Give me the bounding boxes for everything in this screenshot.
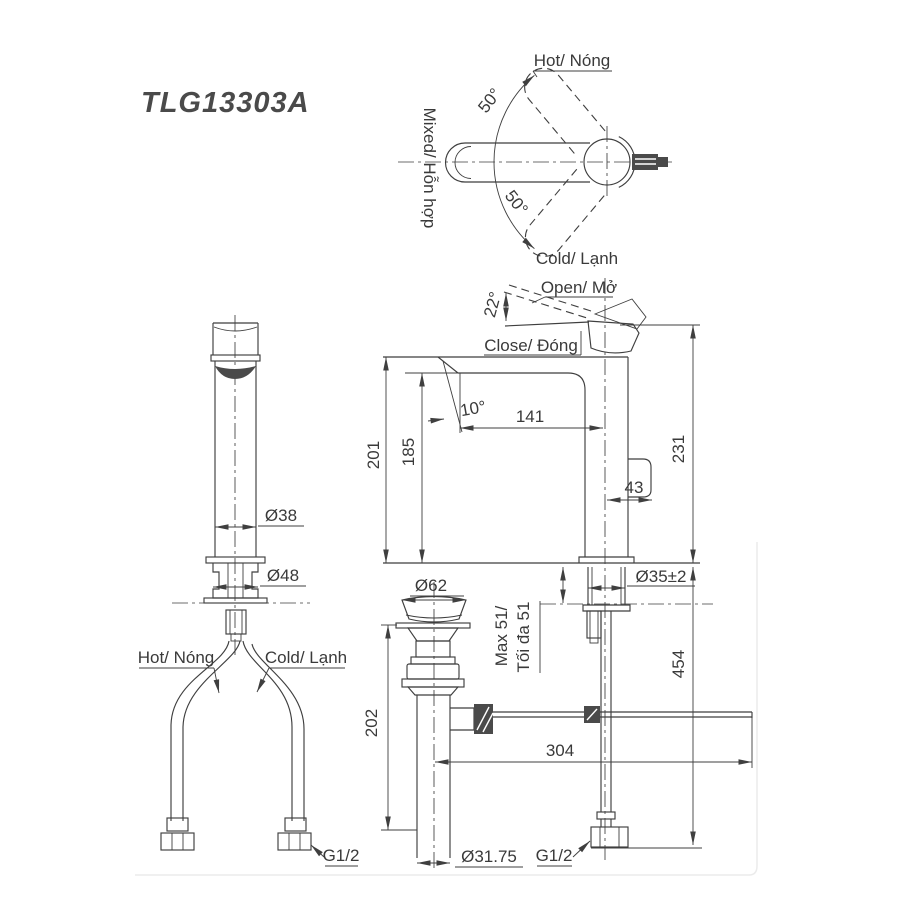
spout-stub xyxy=(632,154,658,170)
handle-offset-dim: 43 xyxy=(625,478,644,497)
spout-reach-dim: 141 xyxy=(516,407,544,426)
front-view-faucet: Ø38 Ø48 Hot/ Nóng Cold/ Lạnh G1/2 xyxy=(138,315,360,867)
cold-direction-label: Cold/ Lạnh xyxy=(536,249,618,268)
hot-hose-label: Hot/ Nóng xyxy=(138,648,215,667)
product-code: TLG13303A xyxy=(141,87,310,119)
top-view-handle-swing: Hot/ Nóng Cold/ Lạnh Mixed/ Hỗn hợp 50° … xyxy=(398,51,672,268)
cold-hose xyxy=(242,640,293,821)
supply-length-dim: 454 xyxy=(669,650,688,678)
tailpiece-length-dim: 202 xyxy=(362,709,381,737)
deck-max-vi: Tối đa 51 xyxy=(514,602,533,673)
spout-angle-dim: 10° xyxy=(459,397,488,420)
swing-angle-upper: 50° xyxy=(474,85,505,117)
shank-dia-dim: Ø35±2 xyxy=(636,567,687,586)
swing-angle-lower: 50° xyxy=(501,187,532,219)
pop-up-drain: Ø62 202 Ø31.75 xyxy=(362,576,523,870)
hot-direction-label: Hot/ Nóng xyxy=(534,51,611,70)
spout-opening xyxy=(215,366,256,379)
drain-flange-dia-dim: Ø62 xyxy=(415,576,447,595)
lift-rod-knob xyxy=(628,458,652,498)
handle-hot-position xyxy=(524,67,606,156)
hose-thread-label: G1/2 xyxy=(323,846,360,865)
page-frame xyxy=(135,542,758,876)
total-height-dim: 231 xyxy=(669,435,688,463)
body-height-dim: 201 xyxy=(364,441,383,469)
rod-reach-dim: 304 xyxy=(546,741,574,760)
tailpiece-dia-dim: Ø31.75 xyxy=(461,847,517,866)
handle-closed xyxy=(587,320,640,354)
hot-hose xyxy=(170,640,230,821)
outlet-height-dim: 185 xyxy=(399,438,418,466)
open-angle-dim: 22° xyxy=(480,290,505,320)
side-view-faucet: 22° Open/ Mở Close/ Đóng 10° 141 201 185… xyxy=(364,278,753,867)
body-dia-dim: Ø38 xyxy=(265,506,297,525)
deck-max-en: Max 51/ xyxy=(492,605,511,666)
supply-thread-label: G1/2 xyxy=(536,846,573,865)
mixed-direction-label: Mixed/ Hỗn hợp xyxy=(420,108,439,229)
cold-hose-label: Cold/ Lạnh xyxy=(265,648,347,667)
handle-open xyxy=(593,298,647,330)
open-label: Open/ Mở xyxy=(541,278,617,297)
base-dia-dim: Ø48 xyxy=(267,566,299,585)
close-label: Close/ Đóng xyxy=(484,336,578,355)
